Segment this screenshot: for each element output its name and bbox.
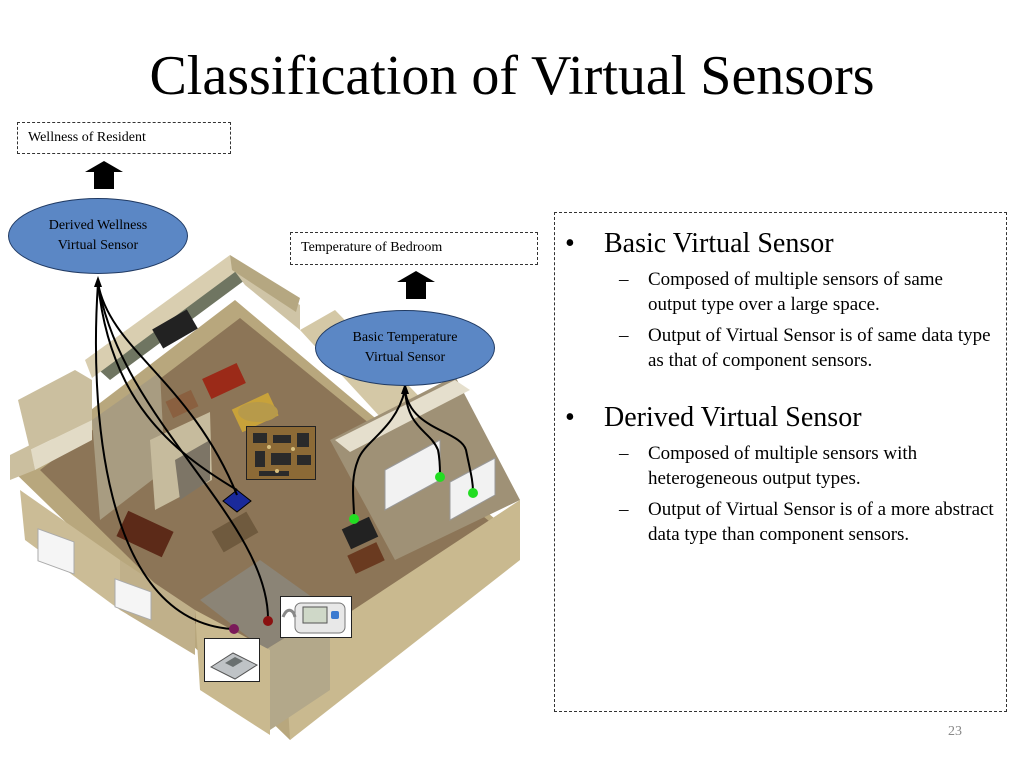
scale-sensor-dot: [229, 624, 239, 634]
motion-sensor-marker: [222, 489, 252, 513]
slide-title: Classification of Virtual Sensors: [149, 45, 875, 107]
bullet-basic-virtual-sensor: Basic Virtual Sensor: [555, 227, 1006, 261]
up-arrow-icon: [397, 271, 435, 299]
temperature-sensor-dot: [349, 514, 359, 524]
bullet-group-basic: Basic Virtual Sensor Composed of multipl…: [555, 227, 1006, 373]
basic-sensor-line2: Virtual Sensor: [364, 350, 446, 365]
bullet-group-derived: Derived Virtual Sensor Composed of multi…: [555, 401, 1006, 547]
wellness-output-label: Wellness of Resident: [17, 122, 231, 154]
sub-bullet: Composed of multiple sensors of same out…: [555, 267, 1006, 317]
page-number: 23: [948, 724, 962, 739]
derived-sensor-line2: Virtual Sensor: [57, 238, 139, 253]
bullet-panel: Basic Virtual Sensor Composed of multipl…: [554, 212, 1007, 712]
derived-wellness-virtual-sensor: Derived Wellness Virtual Sensor: [8, 198, 188, 274]
temperature-sensor-dot: [468, 488, 478, 498]
weighing-scale-image: [204, 638, 260, 682]
basic-temperature-virtual-sensor: Basic Temperature Virtual Sensor: [315, 310, 495, 386]
blood-pressure-sensor-dot: [263, 616, 273, 626]
blood-pressure-monitor-image: [280, 596, 352, 638]
derived-sensor-line1: Derived Wellness: [48, 218, 148, 233]
basic-sensor-line1: Basic Temperature: [352, 330, 458, 345]
up-arrow-icon: [85, 161, 123, 189]
sub-bullet: Output of Virtual Sensor is of a more ab…: [555, 497, 1006, 547]
circuit-board-image: [246, 426, 316, 480]
sub-bullet: Output of Virtual Sensor is of same data…: [555, 323, 1006, 373]
bullet-derived-virtual-sensor: Derived Virtual Sensor: [555, 401, 1006, 435]
sub-bullet: Composed of multiple sensors with hetero…: [555, 441, 1006, 491]
temperature-sensor-dot: [435, 472, 445, 482]
temperature-output-label: Temperature of Bedroom: [290, 232, 538, 265]
house-floorplan-illustration: [10, 255, 520, 740]
